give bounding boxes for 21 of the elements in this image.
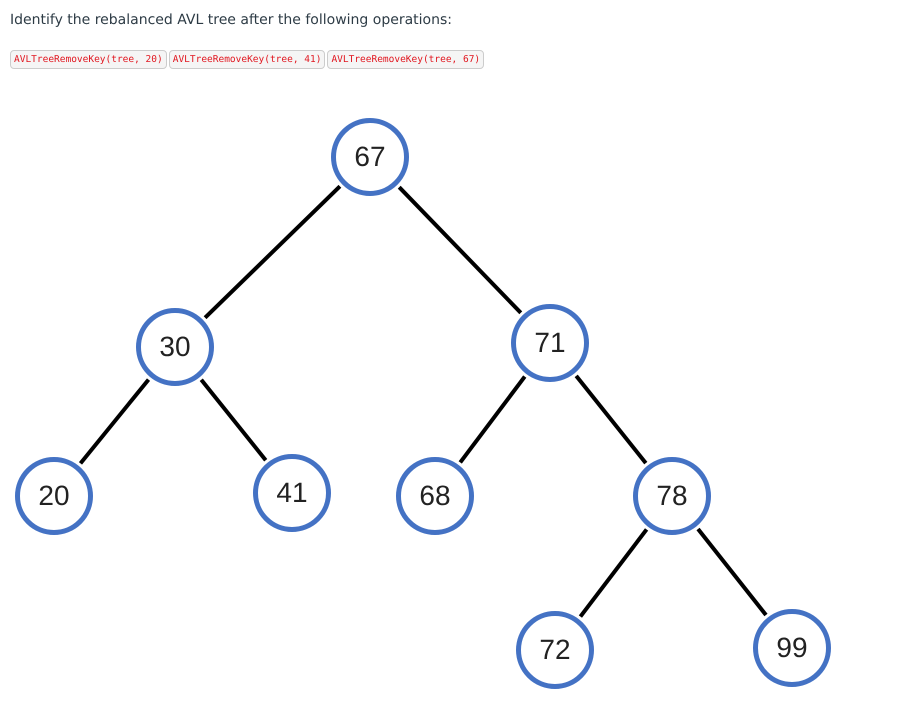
code-snippet: AVLTreeRemoveKey(tree, 20) <box>10 50 167 69</box>
node-value: 41 <box>276 477 308 509</box>
question-text: Identify the rebalanced AVL tree after the following operations: <box>10 12 452 28</box>
node-value: 99 <box>776 632 808 664</box>
tree-edge-line <box>578 528 648 618</box>
tree-edge-line <box>398 186 522 314</box>
node-value: 71 <box>534 327 566 359</box>
tree-edge-line <box>696 528 768 616</box>
tree-edge-line <box>574 374 648 464</box>
tree-edge-line <box>200 378 268 462</box>
node-value: 20 <box>38 480 70 512</box>
tree-edge-line <box>78 378 150 465</box>
tree-edge-line <box>458 375 526 464</box>
node-value: 68 <box>419 480 451 512</box>
node-value: 30 <box>159 331 191 363</box>
node-value: 67 <box>354 141 386 173</box>
code-snippet: AVLTreeRemoveKey(tree, 41) <box>168 50 326 69</box>
code-snippet: AVLTreeRemoveKey(tree, 67) <box>327 50 484 69</box>
node-value: 78 <box>656 480 688 512</box>
tree-edge-line <box>204 184 342 320</box>
node-value: 72 <box>539 634 571 666</box>
